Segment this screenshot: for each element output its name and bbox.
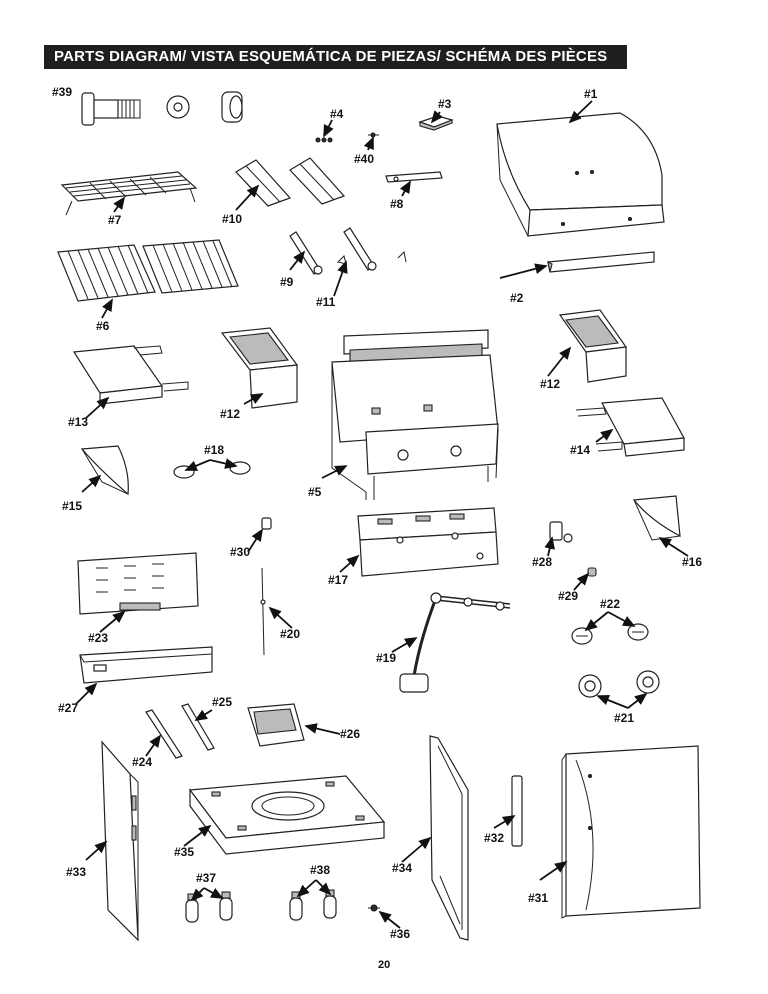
part-34-side-frame bbox=[429, 735, 469, 941]
part-39-hardware bbox=[81, 91, 243, 126]
page-number: 20 bbox=[378, 959, 390, 971]
label-13: #13 bbox=[68, 415, 88, 429]
label-3: #3 bbox=[438, 97, 452, 111]
part-12-shelf-frame-right bbox=[558, 309, 628, 383]
label-18: #18 bbox=[204, 443, 224, 457]
label-4: #4 bbox=[330, 107, 344, 121]
label-23: #23 bbox=[88, 631, 108, 645]
part-6-cooking-grates bbox=[57, 239, 239, 302]
label-16: #16 bbox=[682, 555, 702, 569]
part-26-drip-tray bbox=[247, 703, 305, 747]
part-18-knobs bbox=[173, 461, 251, 479]
part-35-bottom-shelf bbox=[188, 775, 386, 855]
label-32: #32 bbox=[484, 831, 504, 845]
part-labels: #39 #4 #3 #1 #40 #8 #7 #10 #9 #11 #2 #6 … bbox=[52, 85, 702, 971]
part-8-crossover bbox=[385, 171, 443, 183]
part-38-casters bbox=[289, 889, 337, 921]
part-9-burner-tube bbox=[289, 227, 377, 275]
part-40-screw bbox=[368, 132, 379, 138]
label-37: #37 bbox=[196, 871, 216, 885]
label-8: #8 bbox=[390, 197, 404, 211]
label-30: #30 bbox=[230, 545, 250, 559]
label-21: #21 bbox=[614, 711, 634, 725]
part-36-screw bbox=[368, 904, 380, 912]
label-28: #28 bbox=[532, 555, 552, 569]
label-6: #6 bbox=[96, 319, 110, 333]
label-38: #38 bbox=[310, 863, 330, 877]
label-40: #40 bbox=[354, 152, 374, 166]
label-17: #17 bbox=[328, 573, 348, 587]
part-5-firebox bbox=[331, 329, 499, 500]
label-1: #1 bbox=[584, 87, 598, 101]
label-19: #19 bbox=[376, 651, 396, 665]
part-17-control-panel bbox=[357, 507, 499, 577]
part-1-lid bbox=[496, 112, 665, 237]
part-15-corner-panel bbox=[80, 445, 129, 496]
label-10: #10 bbox=[222, 212, 242, 226]
part-10-heat-plates bbox=[235, 157, 346, 207]
label-11: #11 bbox=[316, 295, 336, 309]
label-15: #15 bbox=[62, 499, 82, 513]
part-30-fitting bbox=[261, 517, 272, 530]
label-9: #9 bbox=[280, 275, 294, 289]
label-35: #35 bbox=[174, 845, 194, 859]
label-14: #14 bbox=[570, 443, 590, 457]
label-12-left: #12 bbox=[220, 407, 240, 421]
part-25-bracket bbox=[181, 703, 215, 751]
part-33-side-panel bbox=[101, 740, 139, 942]
label-33: #33 bbox=[66, 865, 86, 879]
label-24: #24 bbox=[132, 755, 152, 769]
page-title: PARTS DIAGRAM/ VISTA ESQUEMÁTICA DE PIEZ… bbox=[44, 45, 627, 69]
part-21-bezels bbox=[578, 670, 660, 698]
part-4-screws bbox=[315, 137, 333, 143]
label-20: #20 bbox=[280, 627, 300, 641]
part-29-fitting bbox=[587, 567, 597, 577]
leader-arrows bbox=[75, 100, 689, 929]
part-22-knobs bbox=[571, 623, 649, 645]
part-28-valve bbox=[549, 521, 573, 543]
part-20-wire bbox=[260, 567, 266, 656]
label-12-right: #12 bbox=[540, 377, 560, 391]
label-26: #26 bbox=[340, 727, 360, 741]
part-23-heat-shield bbox=[77, 552, 199, 615]
part-2-handle bbox=[547, 251, 655, 273]
part-16-corner-panel bbox=[632, 495, 681, 541]
part-24-bracket bbox=[145, 709, 183, 759]
label-31: #31 bbox=[528, 891, 548, 905]
part-31-door bbox=[561, 745, 701, 919]
part-37-casters bbox=[185, 891, 233, 923]
label-36: #36 bbox=[390, 927, 410, 941]
part-14-side-shelf bbox=[575, 397, 685, 457]
label-27: #27 bbox=[58, 701, 78, 715]
label-25: #25 bbox=[212, 695, 232, 709]
label-2: #2 bbox=[510, 291, 524, 305]
label-7: #7 bbox=[108, 213, 122, 227]
part-7-warming-rack bbox=[60, 171, 198, 216]
part-32-door-handle bbox=[511, 775, 523, 847]
label-34: #34 bbox=[392, 861, 412, 875]
label-39: #39 bbox=[52, 85, 72, 99]
label-29: #29 bbox=[558, 589, 578, 603]
label-22: #22 bbox=[600, 597, 620, 611]
part-19-manifold bbox=[399, 592, 511, 693]
label-5: #5 bbox=[308, 485, 322, 499]
part-27-grease-tray bbox=[79, 646, 213, 684]
part-13-side-shelf bbox=[72, 345, 189, 405]
